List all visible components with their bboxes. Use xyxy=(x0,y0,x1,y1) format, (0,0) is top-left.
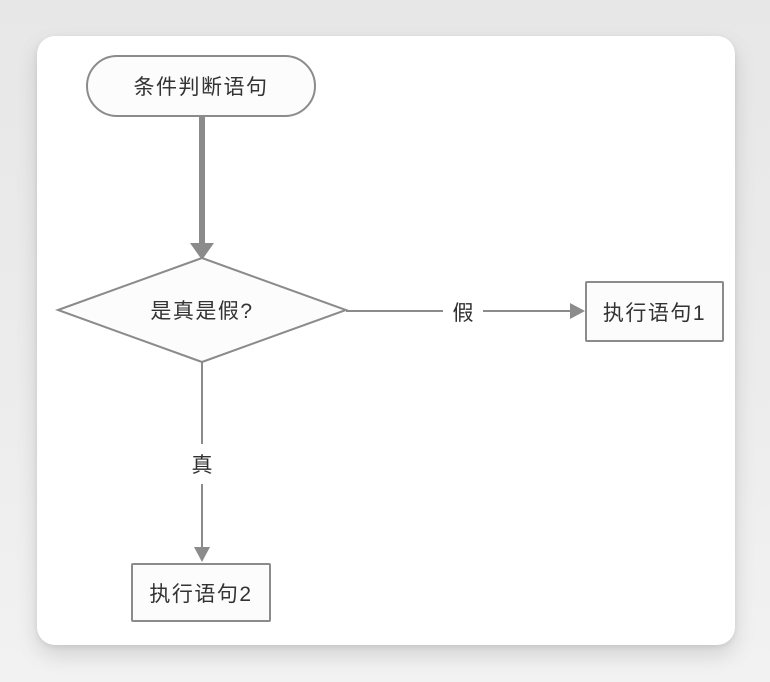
false-edge-label: 假 xyxy=(452,302,474,325)
start-node-label: 条件判断语句 xyxy=(133,76,269,99)
process2-node-label: 执行语句2 xyxy=(149,582,253,606)
process1-node-label: 执行语句1 xyxy=(602,301,707,325)
process1-node: 执行语句1 xyxy=(585,281,724,342)
process2-node: 执行语句2 xyxy=(131,563,271,622)
decision-node-label: 是真是假? xyxy=(150,300,254,323)
start-node: 条件判断语句 xyxy=(86,55,316,117)
true-edge-label: 真 xyxy=(191,454,213,477)
decision-node: 是真是假? xyxy=(58,258,346,362)
